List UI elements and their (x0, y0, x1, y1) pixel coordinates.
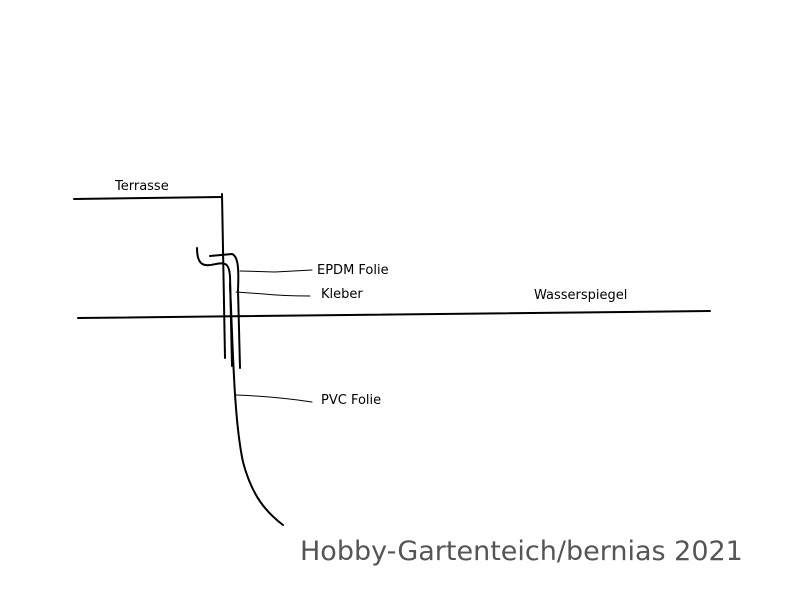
terrace-line (73, 196, 223, 200)
water-surface-line (77, 310, 711, 319)
adhesive-line (209, 253, 241, 369)
leader-pvc (235, 394, 313, 403)
label-kleber: Kleber (321, 287, 363, 302)
leader-epdm (239, 269, 313, 273)
watermark-text: Hobby-Gartenteich/bernias 2021 (300, 536, 743, 567)
label-terrasse: Terrasse (115, 179, 169, 194)
label-wasserspiegel: Wasserspiegel (534, 288, 628, 303)
label-epdm-folie: EPDM Folie (317, 263, 389, 278)
epdm-liner (196, 247, 233, 367)
pvc-liner (229, 283, 284, 526)
label-pvc-folie: PVC Folie (321, 393, 382, 408)
leader-kleber (235, 291, 311, 297)
terrace-wall (221, 193, 226, 359)
